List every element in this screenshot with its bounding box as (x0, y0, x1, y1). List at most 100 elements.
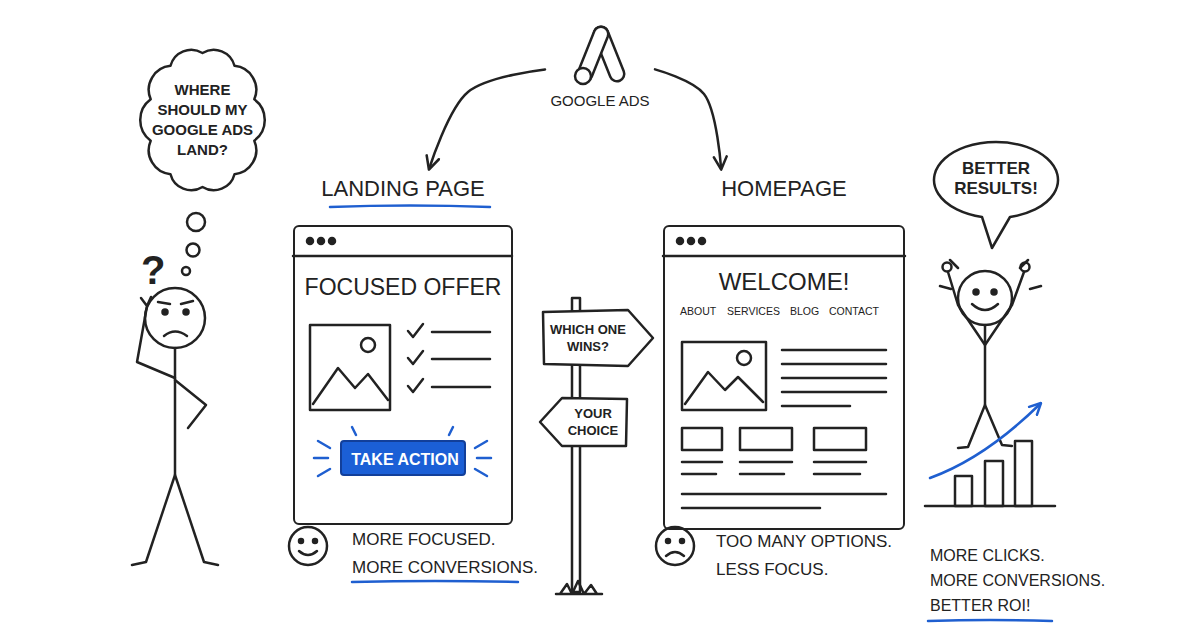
node-subtext: SERVICES (727, 305, 780, 318)
node-text: TAKE ACTION (342, 450, 468, 470)
thought-dot (187, 213, 205, 231)
sketch-lines (132, 213, 1055, 594)
flow-arrow (655, 69, 721, 168)
image-mountains (685, 372, 763, 404)
check-marks (408, 324, 423, 392)
homepage-window: HOMEPAGEWELCOME!ABOUTSERVICESBLOGCONTACT (663, 168, 905, 530)
speech-bubble: BETTER RESULTS! (930, 140, 1062, 252)
landing-page-window: LANDING PAGE FOCUSED OFFER TAKE ACTION (293, 168, 513, 528)
node-text: WHICH ONE WINS? (546, 321, 630, 355)
figure-arms (948, 272, 1024, 345)
grass (556, 581, 602, 594)
content-box (740, 428, 792, 450)
node-subtext: CONTACT (829, 305, 879, 318)
node-text: HOMEPAGE (663, 176, 905, 202)
google-ads-logo: GOOGLE ADS (545, 10, 655, 118)
node-text: YOUR CHOICE (562, 405, 624, 439)
node-text: GOOGLE ADS (545, 92, 655, 110)
benefit-caption: MORE FOCUSED. (352, 530, 496, 550)
browser-frame (293, 225, 513, 525)
logo-dot (575, 68, 591, 84)
face-eye (666, 539, 670, 543)
thought-dot (182, 267, 190, 275)
sign-board-outline (540, 308, 655, 368)
joy-rays (940, 260, 1041, 289)
thought-bubble-outline (135, 40, 270, 200)
figure-legs (132, 475, 218, 565)
figure-eye (184, 310, 189, 315)
button-sparkles (314, 427, 491, 476)
result-caption: BETTER ROI! (930, 596, 1030, 615)
content-box (814, 428, 866, 450)
chart-bar (1015, 441, 1032, 506)
heading-underline (330, 206, 490, 208)
benefit-caption: MORE CONVERSIONS. (352, 558, 538, 578)
figure-eye (974, 290, 979, 295)
figure-body (174, 348, 177, 475)
window-dot (307, 238, 313, 244)
node-subtext: WELCOME! (663, 268, 905, 296)
figure-legs (958, 405, 1012, 448)
caption-underline (352, 581, 518, 582)
node-subtext: FOCUSED OFFER (293, 274, 513, 301)
happy-face (289, 527, 327, 565)
text-lines (682, 462, 866, 474)
speech-bubble-shape (934, 142, 1058, 248)
result-caption: MORE CONVERSIONS. (930, 571, 1105, 590)
sign-board-shape (543, 310, 653, 366)
node-text: LANDING PAGE (293, 176, 513, 202)
chart-bar (985, 461, 1003, 506)
figure-eye (163, 310, 168, 315)
question-mark: ? (141, 246, 165, 294)
node-subtext: ABOUT (680, 305, 716, 318)
content-box (682, 428, 722, 450)
window-dot (318, 238, 324, 244)
result-caption: MORE CLICKS. (930, 546, 1045, 565)
cta-button: TAKE ACTION (340, 440, 466, 476)
thought-bubble-shape (140, 50, 265, 190)
figure-head (145, 288, 205, 348)
text-lines (782, 350, 886, 406)
window-bar-line (663, 255, 905, 258)
window-bar-line (293, 255, 512, 258)
sign-board-shape (540, 398, 627, 446)
thought-dot (187, 244, 200, 257)
window-dot (688, 238, 694, 244)
sign-board: WHICH ONE WINS? (540, 308, 655, 368)
figure-brows (158, 301, 193, 304)
sign-board-outline (538, 395, 630, 449)
figure-eye (992, 290, 997, 295)
drawback-caption: LESS FOCUS. (716, 560, 828, 580)
figure-frown (164, 332, 187, 337)
window-dot (329, 238, 335, 244)
sign-board: YOUR CHOICE (538, 395, 630, 449)
chart-bar (955, 476, 972, 506)
caption-underline (928, 620, 1052, 621)
image-sun (737, 351, 751, 365)
window-dot (677, 238, 683, 244)
blue-accents (314, 206, 1052, 622)
window-dot (699, 238, 705, 244)
figure-arm (175, 380, 206, 428)
figure-arm (137, 297, 175, 378)
drawback-caption: TOO MANY OPTIONS. (716, 532, 892, 552)
face-frown (666, 552, 684, 556)
flow-arrow (429, 69, 545, 168)
node-text: WHERE SHOULD MY GOOGLE ADS LAND? (145, 80, 260, 160)
image-mountains (313, 368, 388, 404)
text-lines (682, 494, 886, 508)
growth-arrow (930, 404, 1040, 478)
face-eye (680, 539, 684, 543)
figure-fist (943, 263, 952, 272)
face-smile (299, 551, 317, 555)
node-text: BETTER RESULTS! (946, 159, 1046, 199)
list-lines (432, 332, 490, 387)
figure-body (984, 325, 987, 405)
sad-face (656, 527, 694, 565)
image-placeholder (682, 342, 766, 410)
figure-smile (972, 304, 998, 310)
face-eye (313, 539, 317, 543)
